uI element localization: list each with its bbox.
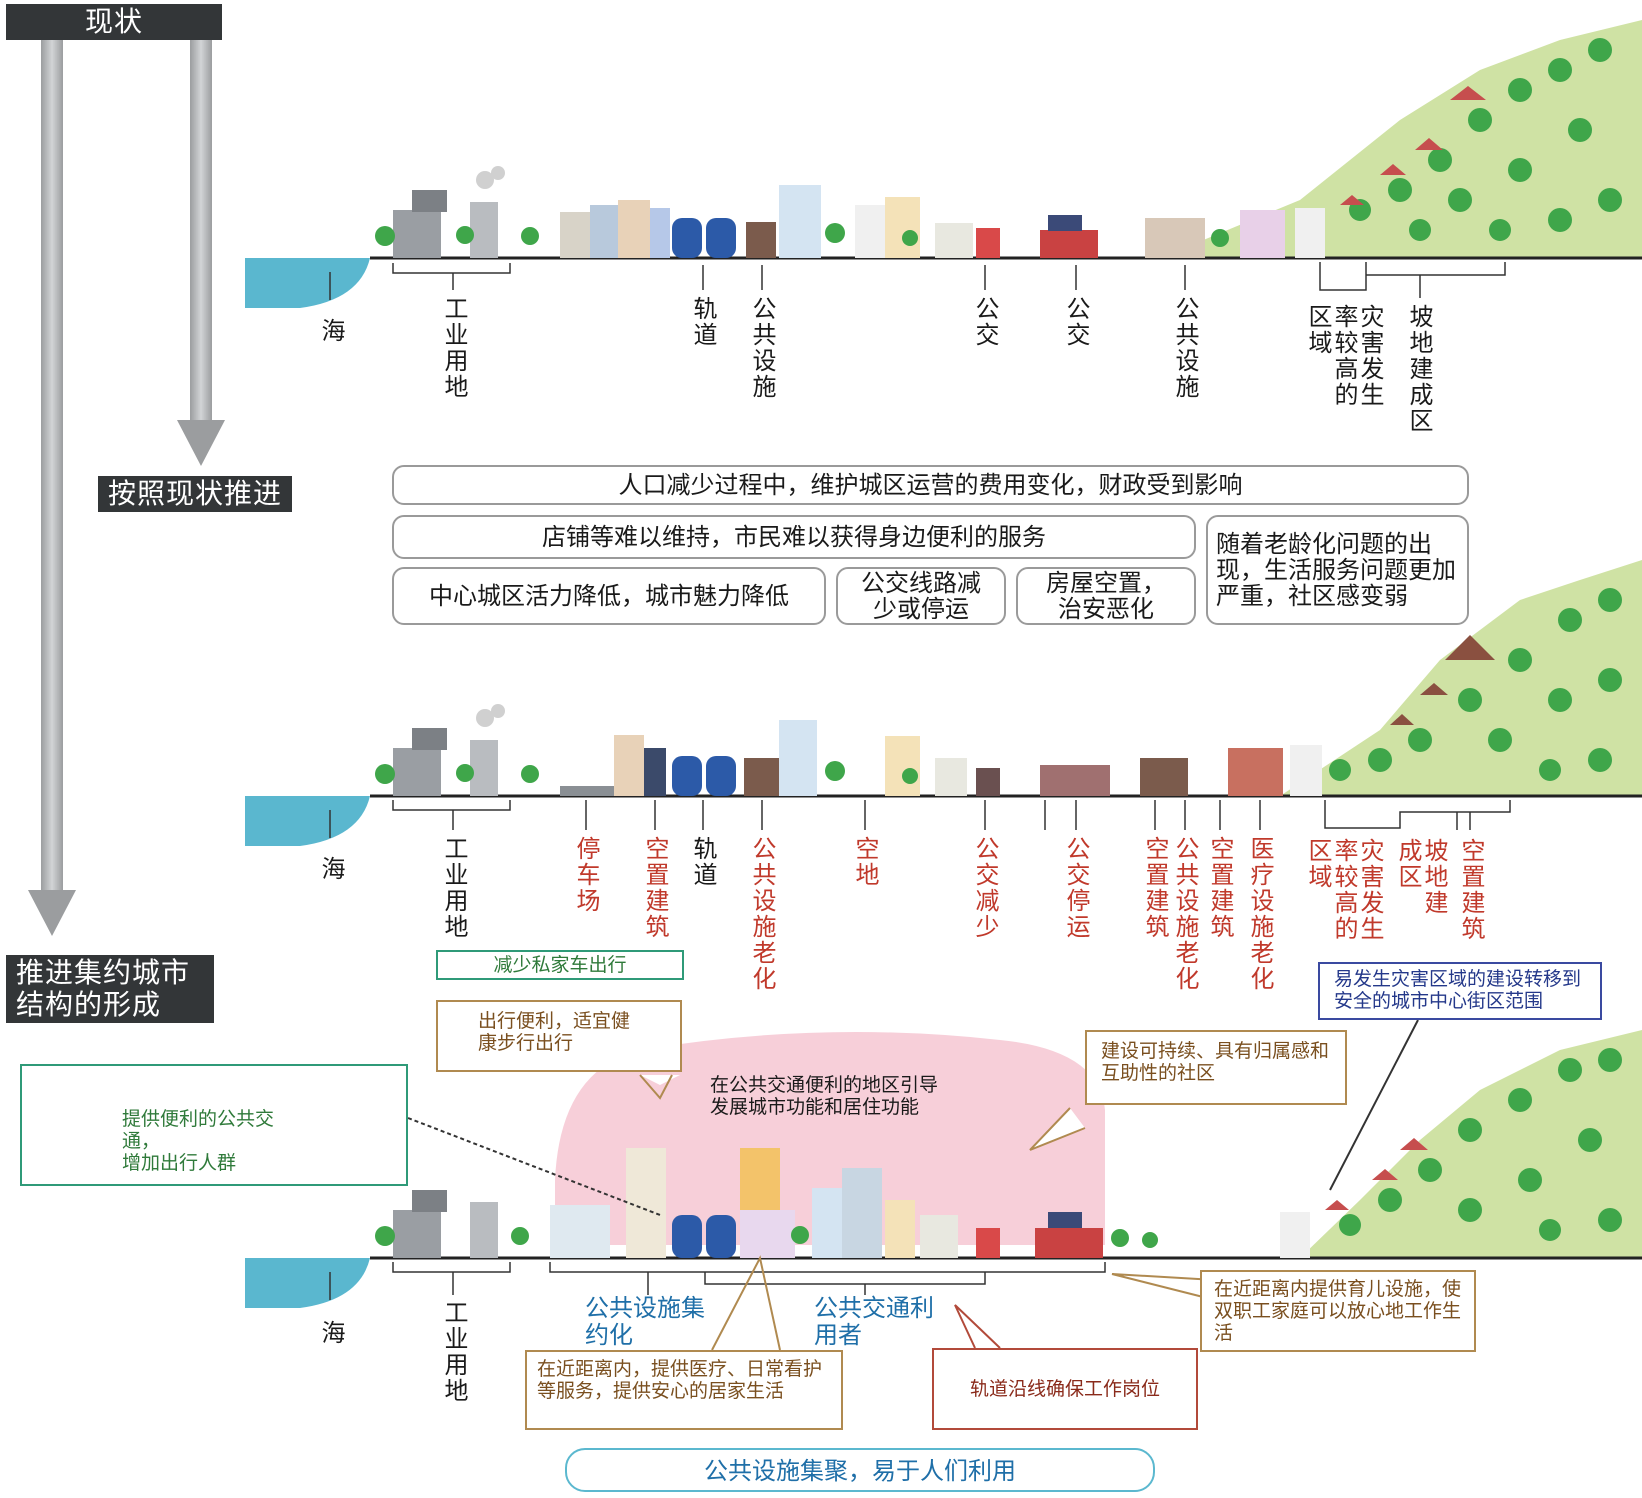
note-reduce-car: 减少私家车出行: [436, 950, 684, 980]
row3-scene: [245, 1019, 1642, 1351]
label-slope-area-2: 坡地建成区: [1394, 838, 1448, 916]
stage-label-current: 现状: [6, 4, 222, 40]
label-sea-1: 海: [317, 318, 345, 344]
label-public-facility-aging-2: 公共设施老化: [1171, 836, 1199, 992]
long-down-arrow: [28, 40, 76, 936]
note-relocate: 易发生灾害区域的建设转移到安全的城市中心街区范围: [1318, 962, 1602, 1020]
label-bus-stopped: 公交停运: [1062, 836, 1090, 940]
label-bus-2: 公交: [1062, 296, 1090, 348]
stage-label-compact-city: 推进集约城市 结构的形成: [6, 955, 214, 1023]
label-transit-users: 公共交通利用者: [814, 1294, 934, 1349]
sea: [245, 258, 370, 308]
issue-vacant-houses: 房屋空置，治安恶化: [1016, 567, 1196, 625]
label-disaster-prone-2: 灾害发生率较高的区域: [1304, 838, 1384, 942]
label-public-facility-aging: 公共设施老化: [748, 836, 776, 992]
note-public-transport: 提供便利的公共交通， 增加出行人群: [20, 1064, 408, 1186]
note-transit-oriented: 在公共交通便利的地区引导 发展城市功能和居住功能: [710, 1074, 939, 1118]
issue-shops: 店铺等难以维持，市民难以获得身边便利的服务: [392, 515, 1196, 559]
pink-cluster-area: [555, 1032, 1105, 1245]
row1-scene: [245, 20, 1642, 308]
label-medical-aging: 医疗设施老化: [1246, 836, 1274, 992]
banner-facilities-gathered: 公共设施集聚，易于人们利用: [565, 1448, 1155, 1492]
short-down-arrow: [177, 40, 225, 466]
label-public-facility-1: 公共设施: [748, 296, 776, 400]
label-rail-2: 轨道: [689, 836, 717, 888]
note-care-services: 在近距离内，提供医疗、日常看护等服务，提供安心的居家生活: [525, 1350, 843, 1430]
label-parking: 停车场: [572, 836, 600, 914]
stage-label-continue-current: 按照现状推进: [98, 476, 293, 512]
row2-scene: [245, 560, 1642, 846]
note-sustainable: 建设可持续、具有归属感和互助性的社区: [1085, 1030, 1347, 1105]
label-vacant-building-2: 空置建筑: [1141, 836, 1169, 940]
label-rail-1: 轨道: [689, 296, 717, 348]
label-industrial-3: 工业用地: [440, 1300, 468, 1404]
label-sea-2: 海: [317, 856, 345, 882]
label-bus-1: 公交: [971, 296, 999, 348]
issue-bus-reduce: 公交线路减少或停运: [836, 567, 1006, 625]
label-industrial-1: 工业用地: [440, 296, 468, 400]
label-vacant-lot: 空地: [851, 836, 879, 888]
label-facility-concentration: 公共设施集约化: [585, 1294, 705, 1349]
label-vacant-building-1: 空置建筑: [641, 836, 669, 940]
issue-center-vitality: 中心城区活力降低，城市魅力降低: [392, 567, 826, 625]
label-slope-area-1: 坡地建成区: [1405, 304, 1433, 434]
label-bus-reduced: 公交减少: [971, 836, 999, 940]
label-sea-3: 海: [317, 1320, 345, 1346]
note-walkable: 出行便利，适宜健康步行出行: [436, 1000, 682, 1072]
label-vacant-building-3: 空置建筑: [1206, 836, 1234, 940]
label-vacant-building-4: 空置建筑: [1457, 838, 1485, 942]
note-jobs: 轨道沿线确保工作岗位: [932, 1348, 1198, 1430]
note-childcare: 在近距离内提供育儿设施，使双职工家庭可以放心地工作生活: [1200, 1270, 1476, 1352]
label-disaster-prone-1: 灾害发生率较高的区域: [1304, 304, 1384, 408]
issue-aging: 随着老龄化问题的出现，生活服务问题更加严重，社区感变弱: [1206, 515, 1469, 625]
label-public-facility-2: 公共设施: [1171, 296, 1199, 400]
issue-finance: 人口减少过程中，维护城区运营的费用变化，财政受到影响: [392, 465, 1469, 505]
label-industrial-2: 工业用地: [440, 836, 468, 940]
